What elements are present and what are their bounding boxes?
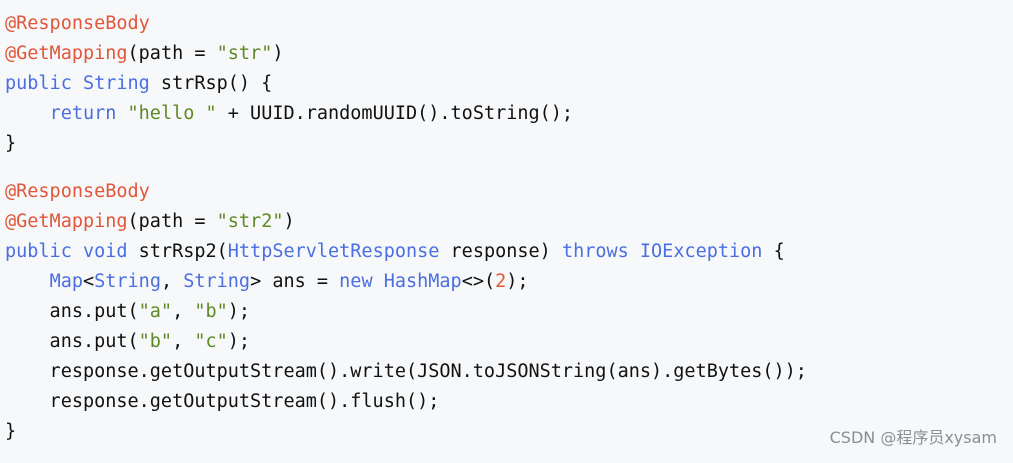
code-line: Map<String, String> ans = new HashMap<>(… [5, 267, 1013, 297]
code-token-type: HttpServletResponse [227, 241, 440, 262]
code-token-type: Map [49, 271, 83, 292]
code-line: } [5, 417, 1013, 447]
code-line: response.getOutputStream().write(JSON.to… [5, 357, 1013, 387]
watermark: CSDN @程序员xysam [829, 428, 997, 447]
code-token-num: 2 [495, 271, 507, 292]
code-token-plain: <>( [461, 271, 496, 292]
code-token-plain [5, 271, 50, 292]
code-token-anno: @ResponseBody [5, 181, 150, 202]
code-line: public void strRsp2(HttpServletResponse … [5, 237, 1013, 267]
code-token-plain: response) [439, 241, 562, 262]
code-token-plain: < [82, 271, 95, 292]
code-token-plain: + UUID.randomUUID().toString(); [216, 103, 574, 124]
code-token-type: String [183, 271, 251, 292]
code-line: @GetMapping(path = "str2") [5, 207, 1013, 237]
code-token-plain: ); [506, 271, 529, 292]
code-line: @ResponseBody [5, 177, 1013, 207]
code-token-str: "str2" [216, 211, 284, 232]
code-token-plain: ); [227, 301, 251, 322]
code-token-plain: ) [283, 211, 295, 232]
code-token-plain [116, 103, 127, 124]
code-token-plain: strRsp() { [149, 73, 273, 94]
code-token-kw: void [82, 241, 128, 262]
code-token-plain [72, 73, 83, 94]
code-token-plain: response.getOutputStream().flush(); [5, 391, 440, 412]
code-token-plain: > ans = [250, 271, 340, 292]
code-token-plain: , [172, 301, 195, 322]
code-token-anno: @GetMapping [5, 211, 128, 232]
code-token-str: "str" [216, 43, 273, 64]
code-token-kw: public [5, 73, 72, 94]
code-token-kw: throws [561, 241, 629, 262]
code-token-plain: (path = [127, 211, 217, 232]
code-line: } [5, 129, 1013, 159]
code-token-plain: , [160, 271, 184, 292]
code-token-plain: ans.put( [5, 331, 139, 352]
code-token-plain: response.getOutputStream().write(JSON.to… [5, 361, 807, 382]
code-lines: @ResponseBody@GetMapping(path = "str")pu… [5, 9, 1013, 447]
code-token-str: "b" [194, 301, 228, 322]
code-token-str: "c" [194, 331, 228, 352]
code-token-type: String [82, 73, 150, 94]
code-token-str: "hello " [127, 103, 217, 124]
code-line: public String strRsp() { [5, 69, 1013, 99]
code-line: ans.put("b", "c"); [5, 327, 1013, 357]
code-token-type: String [94, 271, 161, 292]
code-token-plain: { [762, 241, 785, 262]
code-line: @GetMapping(path = "str") [5, 39, 1013, 69]
code-token-plain: , [172, 331, 195, 352]
blank-line [5, 159, 1013, 177]
code-token-plain: } [5, 421, 17, 442]
code-token-type: HashMap [383, 271, 462, 292]
code-line: response.getOutputStream().flush(); [5, 387, 1013, 417]
code-token-kw: public [5, 241, 72, 262]
code-token-plain: strRsp2( [127, 241, 228, 262]
code-token-plain: } [5, 133, 17, 154]
code-line: @ResponseBody [5, 9, 1013, 39]
code-token-anno: @GetMapping [5, 43, 128, 64]
code-line: ans.put("a", "b"); [5, 297, 1013, 327]
code-token-plain [72, 241, 83, 262]
code-token-plain: ans.put( [5, 301, 139, 322]
code-token-kw: new [339, 271, 373, 292]
code-line: return "hello " + UUID.randomUUID().toSt… [5, 99, 1013, 129]
code-token-plain: ) [272, 43, 284, 64]
code-token-str: "a" [138, 301, 173, 322]
code-token-kw: return [49, 103, 117, 124]
code-token-plain [629, 241, 640, 262]
code-token-plain: ); [227, 331, 251, 352]
code-token-type: IOException [639, 241, 763, 262]
code-token-str: "b" [138, 331, 173, 352]
code-token-plain: (path = [127, 43, 217, 64]
code-token-anno: @ResponseBody [5, 13, 150, 34]
code-token-plain [5, 103, 50, 124]
code-token-plain [373, 271, 384, 292]
